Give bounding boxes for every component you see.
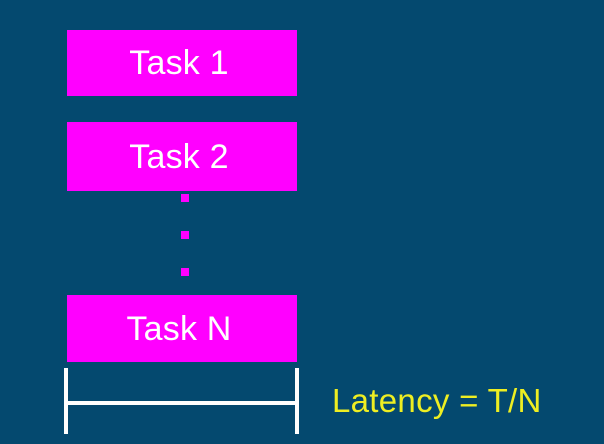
ellipsis-dot-icon: [181, 194, 189, 202]
task-box-1: Task 1: [67, 30, 297, 96]
task-box-2-label: Task 2: [129, 137, 229, 176]
bracket-right-tick: [295, 368, 299, 434]
task-box-1-label: Task 1: [129, 44, 229, 82]
task-box-2: Task 2: [67, 122, 297, 191]
ellipsis-dot-icon: [181, 268, 189, 276]
ellipsis-dot-icon: [181, 231, 189, 239]
task-box-n: Task N: [67, 295, 297, 362]
task-box-n-label: Task N: [126, 309, 232, 348]
latency-annotation: Latency = T/N: [332, 382, 542, 419]
bracket-left-tick: [64, 368, 68, 434]
bracket-crossbar: [64, 401, 299, 405]
